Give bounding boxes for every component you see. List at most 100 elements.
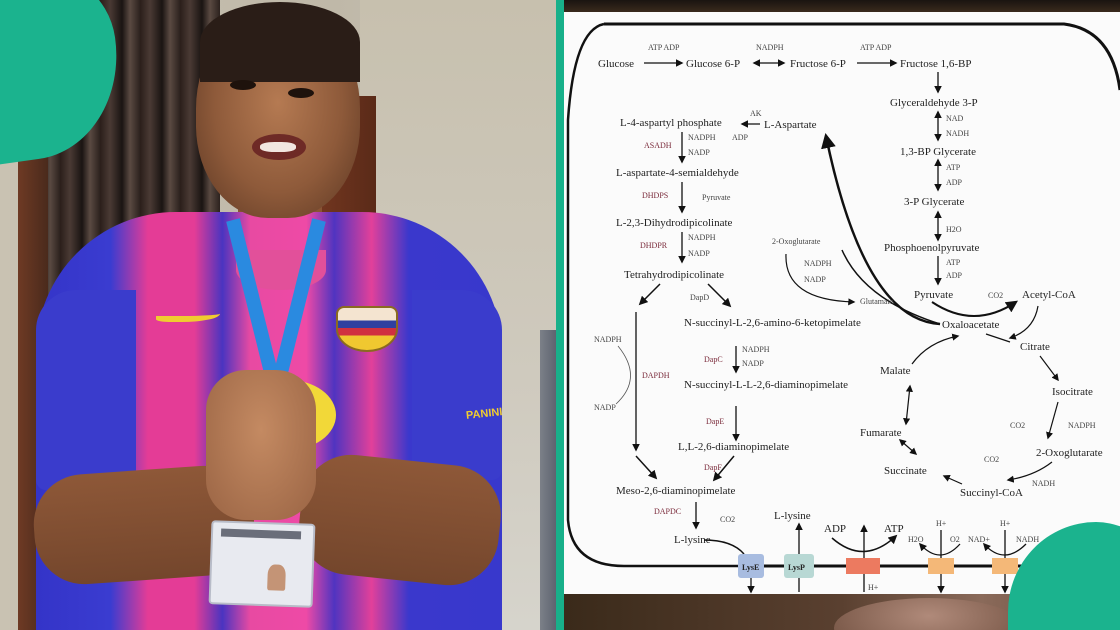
node-13bp-glycerate: 1,3-BP Glycerate <box>900 146 976 158</box>
id-card-photo <box>267 564 286 591</box>
svg-text:NADPH: NADPH <box>688 233 716 242</box>
teeth <box>260 142 296 152</box>
swoosh-logo-icon <box>156 308 220 322</box>
id-card <box>208 520 316 608</box>
oxidase <box>928 558 954 574</box>
svg-text:NADP: NADP <box>742 359 764 368</box>
svg-text:H+: H+ <box>868 583 879 592</box>
node-acetyl-coa: Acetyl-CoA <box>1022 289 1076 301</box>
node-glyceraldehyde-3p: Glyceraldehyde 3-P <box>890 97 978 109</box>
svg-text:H2O: H2O <box>908 535 924 544</box>
lysp-transporter <box>784 554 814 578</box>
node-2-oxoglutarate: 2-Oxoglutarate <box>1036 447 1103 459</box>
svg-text:NAD: NAD <box>946 114 964 123</box>
lyse-transporter <box>738 554 764 578</box>
svg-text:DHDPS: DHDPS <box>642 191 668 200</box>
pathway-diagram-photo: Glucose ATP ADP Glucose 6-P NADPH Fructo… <box>564 0 1120 630</box>
nadh-dehydrogenase <box>992 558 1018 574</box>
svg-text:NADH: NADH <box>1016 535 1039 544</box>
svg-text:ADP: ADP <box>732 133 749 142</box>
svg-text:NADPH: NADPH <box>688 133 716 142</box>
node-pyruvate: Pyruvate <box>914 289 953 301</box>
svg-text:NADPH: NADPH <box>742 345 770 354</box>
node-n-succinyl-diaminopimelate: N-succinyl-L-L-2,6-diaminopimelate <box>684 379 848 391</box>
svg-text:ATP: ATP <box>946 258 961 267</box>
atp-synthase <box>846 558 880 574</box>
svg-text:NADP: NADP <box>688 148 710 157</box>
node-glucose: Glucose <box>598 58 634 70</box>
svg-text:CO2: CO2 <box>984 455 999 464</box>
jersey-sleeve-left <box>36 290 136 490</box>
svg-text:ADP: ADP <box>824 523 846 535</box>
node-dihydrodipicolinate: L-2,3-Dihydrodipicolinate <box>616 217 733 229</box>
node-l-aspartate: L-Aspartate <box>764 119 817 131</box>
eye-left <box>230 80 256 90</box>
id-card-strip <box>220 528 302 540</box>
node-oxaloacetate: Oxaloacetate <box>942 319 1000 331</box>
node-ll-diaminopimelate: L,L-2,6-diaminopimelate <box>678 441 789 453</box>
svg-text:DapD: DapD <box>690 293 709 302</box>
node-isocitrate: Isocitrate <box>1052 386 1093 398</box>
svg-text:DHDPR: DHDPR <box>640 241 668 250</box>
svg-text:NADP: NADP <box>594 403 616 412</box>
node-2-oxoglutarate-shunt: 2-Oxoglutarate <box>772 237 821 246</box>
svg-text:NADPH: NADPH <box>756 43 784 52</box>
svg-text:O2: O2 <box>950 535 960 544</box>
svg-text:ADP: ADP <box>946 271 963 280</box>
node-l-lysine: L-lysine <box>674 534 711 546</box>
svg-text:DAPDC: DAPDC <box>654 507 681 516</box>
node-fructose-16bp: Fructose 1,6-BP <box>900 58 972 70</box>
eye-right <box>288 88 314 98</box>
jersey-sleeve-right <box>412 290 502 480</box>
svg-text:ADP: ADP <box>946 178 963 187</box>
svg-text:NAD+: NAD+ <box>968 535 990 544</box>
svg-text:Pyruvate: Pyruvate <box>702 193 731 202</box>
node-malate: Malate <box>880 365 911 377</box>
node-meso-diaminopimelate: Meso-2,6-diaminopimelate <box>616 485 736 497</box>
photo-top-edge <box>564 0 1120 12</box>
svg-text:NADPH: NADPH <box>804 259 832 268</box>
page-border-top <box>604 22 1120 91</box>
hair <box>200 2 360 82</box>
svg-text:NADPH: NADPH <box>594 335 622 344</box>
svg-text:CO2: CO2 <box>1010 421 1025 430</box>
svg-text:CO2: CO2 <box>720 515 735 524</box>
svg-text:NADPH: NADPH <box>1068 421 1096 430</box>
clasped-hands <box>206 370 316 520</box>
node-fumarate: Fumarate <box>860 427 902 439</box>
node-phosphoenolpyruvate: Phosphoenolpyruvate <box>884 242 979 254</box>
label-l-lysine-export: L-lysine <box>774 510 811 522</box>
svg-text:H+: H+ <box>1000 519 1011 528</box>
svg-text:DAPDH: DAPDH <box>642 371 670 380</box>
page-border-left <box>566 22 764 568</box>
club-crest-icon <box>336 306 398 352</box>
svg-text:NADP: NADP <box>804 275 826 284</box>
svg-text:DapE: DapE <box>706 417 724 426</box>
svg-text:ATP: ATP <box>946 163 961 172</box>
door-edge <box>540 330 556 630</box>
node-aspartate-semialdehyde: L-aspartate-4-semialdehyde <box>616 167 739 179</box>
node-n-succinyl-ketopimelate: N-succinyl-L-2,6-amino-6-ketopimelate <box>684 317 861 329</box>
svg-text:LysP: LysP <box>788 563 805 572</box>
svg-text:DapF: DapF <box>704 463 722 472</box>
svg-text:ATP ADP: ATP ADP <box>648 43 680 52</box>
svg-text:NADP: NADP <box>688 249 710 258</box>
svg-text:ATP ADP: ATP ADP <box>860 43 892 52</box>
node-fructose-6p: Fructose 6-P <box>790 58 846 70</box>
student-photo: PANINI <box>0 0 556 630</box>
node-citrate: Citrate <box>1020 341 1050 353</box>
svg-text:CO2: CO2 <box>988 291 1003 300</box>
panel-divider <box>556 0 564 630</box>
svg-text:AK: AK <box>750 109 762 118</box>
node-succinyl-coa: Succinyl-CoA <box>960 487 1023 499</box>
metabolic-pathway-diagram: Glucose ATP ADP Glucose 6-P NADPH Fructo… <box>566 22 1120 594</box>
svg-text:H2O: H2O <box>946 225 962 234</box>
svg-text:ATP: ATP <box>884 523 904 535</box>
svg-text:ASADH: ASADH <box>644 141 672 150</box>
node-l-4-aspartyl-phosphate: L-4-aspartyl phosphate <box>620 117 722 129</box>
svg-text:NADH: NADH <box>946 129 969 138</box>
node-3p-glycerate: 3-P Glycerate <box>904 196 964 208</box>
svg-text:Glutamate: Glutamate <box>860 297 894 306</box>
arm-right <box>294 449 506 591</box>
svg-text:NADH: NADH <box>1032 479 1055 488</box>
